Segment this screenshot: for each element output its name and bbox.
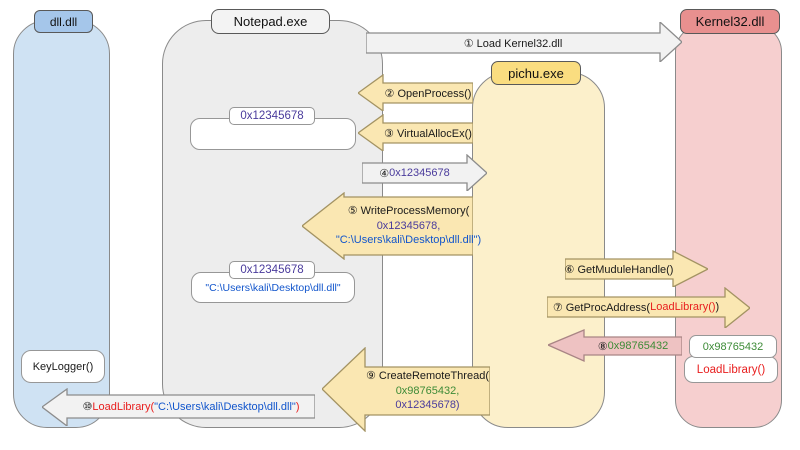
process-tab-pichu: pichu.exe (491, 61, 581, 85)
arrow-step-2: ② OpenProcess() (358, 74, 473, 111)
right-arrow-icon (565, 250, 708, 287)
right-arrow-icon (366, 22, 682, 62)
arrow-9-line3: 0x12345678) (395, 399, 460, 412)
memory-address-tab-1: 0x12345678 (229, 107, 315, 125)
arrow-8-address: 0x98765432 (607, 340, 669, 352)
arrow-4-address: 0x12345678 (389, 167, 450, 179)
memory-box-allocated (190, 118, 356, 150)
process-label-notepad: Notepad.exe (233, 14, 308, 29)
process-tab-kernel32: Kernel32.dll (680, 9, 780, 34)
memory-address-tab-2: 0x12345678 (229, 261, 315, 279)
arrow-6-label: ⑥ GetMuduleHandle() (564, 263, 674, 276)
keylogger-box: KeyLogger() (21, 350, 105, 383)
arrow-7-suffix: ) (715, 301, 720, 313)
right-arrow-icon (547, 287, 750, 328)
kernel32-loadlibrary-box: LoadLibrary() (684, 356, 778, 383)
left-arrow-icon (42, 388, 315, 426)
arrow-step-10: ⑩ LoadLibrary("C:\Users\kali\Desktop\dll… (42, 388, 315, 426)
arrow-9-line1: ⑨ CreateRemoteThread( (366, 370, 489, 383)
arrow-step-1: ① Load Kernel32.dll (366, 22, 682, 62)
arrow-8-prefix: ⑧ (597, 340, 608, 353)
kernel32-func-label: LoadLibrary() (696, 363, 766, 376)
arrow-step-7: ⑦ GetProcAddress(LoadLibrary()) (547, 287, 750, 328)
arrow-step-9: ⑨ CreateRemoteThread( 0x98765432, 0x1234… (322, 347, 490, 432)
arrow-10-func: LoadLibrary( (92, 400, 155, 413)
arrow-step-8: ⑧ 0x98765432 (548, 329, 682, 362)
left-arrow-icon (358, 114, 473, 151)
arrow-2-label: ② OpenProcess() (384, 87, 472, 100)
keylogger-label: KeyLogger() (32, 360, 94, 373)
arrow-7-func: LoadLibrary() (650, 301, 716, 313)
memory-address-2: 0x12345678 (240, 264, 304, 276)
right-arrow-icon (362, 154, 487, 191)
left-arrow-icon (548, 329, 682, 362)
arrow-step-5: ⑤ WriteProcessMemory( 0x12345678, "C:\Us… (302, 192, 481, 260)
arrow-10-path: "C:\Users\kali\Desktop\dll.dll" (154, 400, 296, 413)
process-label-dll: dll.dll (49, 14, 78, 29)
arrow-5-line3: "C:\Users\kali\Desktop\dll.dll") (335, 234, 482, 247)
kernel32-address-box: 0x98765432 (689, 335, 777, 358)
arrow-3-label: ③ VirtualAllocEx() (384, 127, 472, 140)
memory-content-path: "C:\Users\kali\Desktop\dll.dll" (205, 281, 341, 294)
left-arrow-icon (322, 347, 490, 432)
left-arrow-icon (302, 192, 473, 260)
process-box-pichu (472, 72, 605, 428)
process-tab-notepad: Notepad.exe (211, 9, 330, 34)
process-tab-dll: dll.dll (34, 10, 93, 33)
arrow-step-4: ④ 0x12345678 (362, 154, 487, 191)
arrow-7-prefix: ⑦ GetProcAddress( (552, 301, 651, 314)
arrow-10-prefix: ⑩ (82, 401, 93, 413)
arrow-4-prefix: ④ (379, 167, 390, 180)
arrow-9-line2: 0x98765432, (395, 384, 460, 397)
arrow-5-line2: 0x12345678, (376, 219, 441, 232)
process-label-kernel32: Kernel32.dll (695, 14, 765, 29)
memory-address-1: 0x12345678 (240, 110, 304, 122)
arrow-5-line1: ⑤ WriteProcessMemory( (347, 205, 470, 218)
arrow-step-3: ③ VirtualAllocEx() (358, 114, 473, 151)
left-arrow-icon (358, 74, 473, 111)
kernel32-addr-label: 0x98765432 (702, 340, 764, 353)
process-label-pichu: pichu.exe (508, 65, 564, 81)
arrow-10-suffix: ) (295, 400, 300, 413)
arrow-1-label: ① Load Kernel32.dll (463, 37, 563, 50)
arrow-step-6: ⑥ GetMuduleHandle() (565, 250, 708, 287)
